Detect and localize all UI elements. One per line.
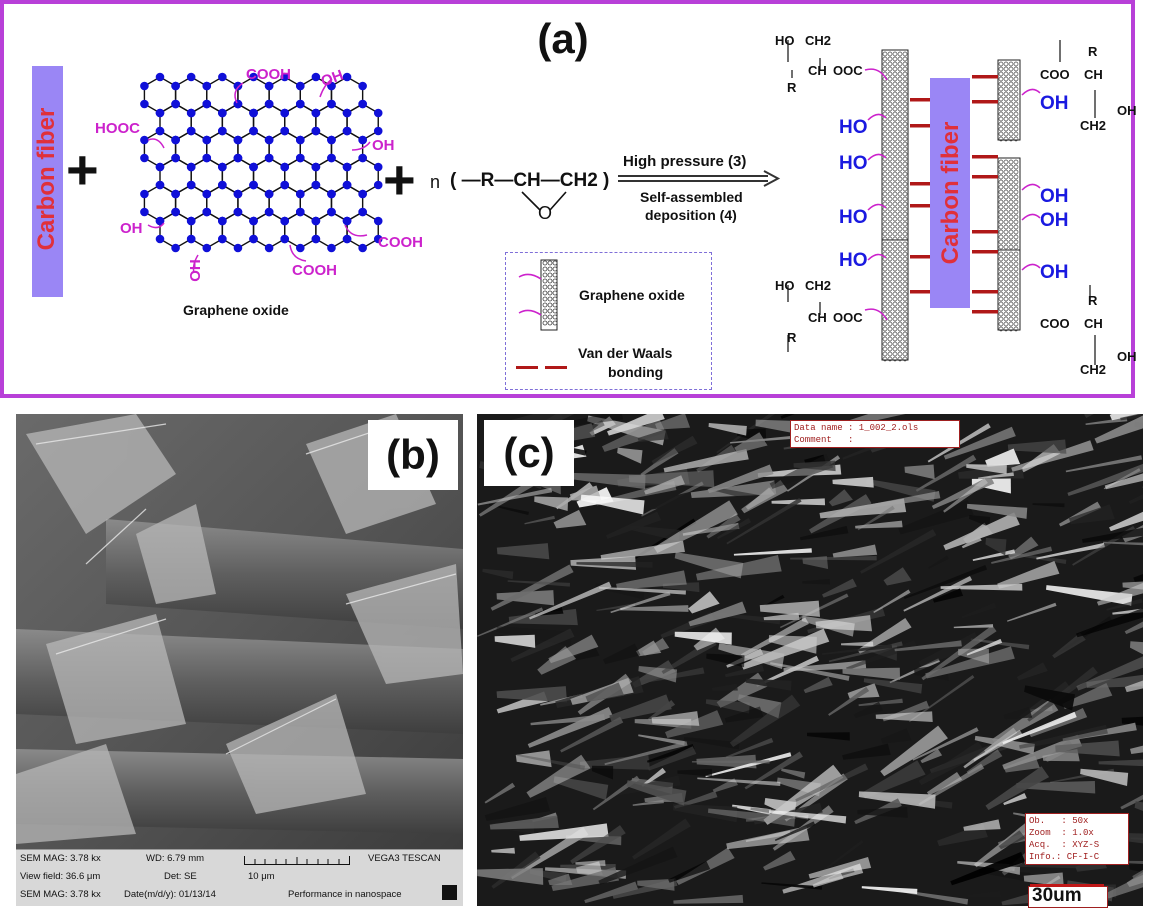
- product-ho-4: HO: [839, 250, 868, 271]
- go-oh-left: OH: [120, 220, 143, 237]
- panel-a-label: (a): [518, 12, 608, 66]
- product-oh-1: OH: [1040, 93, 1069, 114]
- product-oh-3: OH: [1040, 210, 1069, 231]
- go-cooh-top: COOH: [246, 66, 291, 83]
- chain-oh-bottom-right: OH: [1117, 349, 1137, 364]
- legend-vdw-label-2: bonding: [608, 364, 664, 380]
- acquisition-info-box: Ob. : 50x Zoom : 1.0x Acq. : XYZ-S Info.…: [1025, 813, 1129, 865]
- chain-ch2-top-right: CH2: [1080, 118, 1107, 133]
- legend-go-label: Graphene oxide: [579, 287, 685, 303]
- arrow-label-deposition: deposition (4): [645, 207, 737, 223]
- ester-coo-top: COO: [1040, 67, 1070, 82]
- optical-micrograph: [477, 414, 1143, 906]
- legend-vdw-line-2: [545, 366, 567, 369]
- plus-sign-1: +: [66, 138, 99, 201]
- ester-ooc-bottom: OOC: [833, 310, 863, 325]
- carbon-fiber-bar-left: [32, 66, 63, 297]
- go-oh-right: OH: [372, 137, 395, 154]
- go-cooh-right: COOH: [378, 234, 423, 251]
- panel-b-label: (b): [368, 420, 458, 490]
- legend-box: [505, 252, 712, 390]
- ester-coo-bottom: COO: [1040, 316, 1070, 331]
- sem-logo-mark: [442, 885, 457, 900]
- chain-ch2-bottom-right: CH2: [1080, 362, 1107, 377]
- sem-performance: Performance in nanospace: [288, 889, 402, 900]
- chain-r-bottom-right: R: [1088, 293, 1098, 308]
- go-oh-bottom: OH: [186, 259, 204, 282]
- sem-info-bar: SEM MAG: 3.78 kx WD: 6.79 mm VEGA3 TESCA…: [16, 849, 463, 906]
- epoxy-n: n: [430, 172, 441, 192]
- go-hooc-left: HOOC: [95, 120, 140, 137]
- sem-wd: WD: 6.79 mm: [146, 853, 205, 864]
- chain-ch2-bottom-left: CH2: [805, 278, 832, 293]
- scale-bar-30um: [1030, 884, 1104, 887]
- chain-r-top-right: R: [1088, 44, 1098, 59]
- graphene-oxide-lattice: [140, 72, 383, 274]
- chain-ch2-top-left: CH2: [805, 33, 832, 48]
- chain-ch-bottom-right: CH: [1084, 316, 1103, 331]
- epoxy-formula: ( —R—CH—CH2 ): [450, 170, 610, 191]
- chain-ch-top-left: CH: [808, 63, 827, 78]
- panel-c-label: (c): [484, 420, 574, 486]
- plus-sign-2: +: [383, 148, 416, 211]
- sem-mag-2: SEM MAG: 3.78 kx: [20, 889, 101, 900]
- sem-brand: VEGA3 TESCAN: [368, 853, 441, 864]
- sem-scale-label: 10 μm: [248, 871, 275, 882]
- product-ho-2: HO: [839, 153, 868, 174]
- epoxide-ring: [521, 191, 567, 211]
- arrow-label-high-pressure: High pressure (3): [623, 153, 747, 170]
- go-cooh-bottom: COOH: [292, 262, 337, 279]
- product-structure: [787, 40, 1096, 365]
- chain-r-top-left: R: [787, 80, 797, 95]
- ester-ooc-top: OOC: [833, 63, 863, 78]
- product-ho-1: HO: [839, 117, 868, 138]
- chain-ho-bottom-left: HO: [775, 278, 795, 293]
- legend-vdw-line-1: [516, 366, 538, 369]
- data-name-box: Data name : 1_002_2.ols Comment :: [790, 420, 960, 448]
- chain-r-bottom-left: R: [787, 330, 797, 345]
- product-ho-3: HO: [839, 207, 868, 228]
- product-oh-2: OH: [1040, 186, 1069, 207]
- legend-vdw-label-1: Van der Waals: [578, 345, 673, 361]
- chain-ch-top-right: CH: [1084, 67, 1103, 82]
- sem-view-field: View field: 36.6 μm: [20, 871, 101, 882]
- chain-ho-top-left: HO: [775, 33, 795, 48]
- scale-label-30um: 30um: [1032, 885, 1082, 906]
- reaction-arrow: [618, 170, 781, 187]
- carbon-fiber-bar-right: [930, 78, 970, 308]
- epoxide-oxygen: O: [538, 203, 553, 223]
- carbon-fiber-label-right: Carbon fiber: [937, 121, 964, 265]
- sem-scale-bar: [244, 854, 350, 865]
- sem-det: Det: SE: [164, 871, 197, 882]
- product-oh-4: OH: [1040, 262, 1069, 283]
- graphene-oxide-caption: Graphene oxide: [183, 302, 289, 318]
- legend-go-icon: [518, 259, 558, 331]
- chain-oh-top-right: OH: [1117, 103, 1137, 118]
- arrow-label-self-assembled: Self-assembled: [640, 189, 743, 205]
- sem-date: Date(m/d/y): 01/13/14: [124, 889, 216, 900]
- sem-mag-1: SEM MAG: 3.78 kx: [20, 853, 101, 864]
- carbon-fiber-label-left: Carbon fiber: [33, 107, 60, 251]
- chain-ch-bottom-left: CH: [808, 310, 827, 325]
